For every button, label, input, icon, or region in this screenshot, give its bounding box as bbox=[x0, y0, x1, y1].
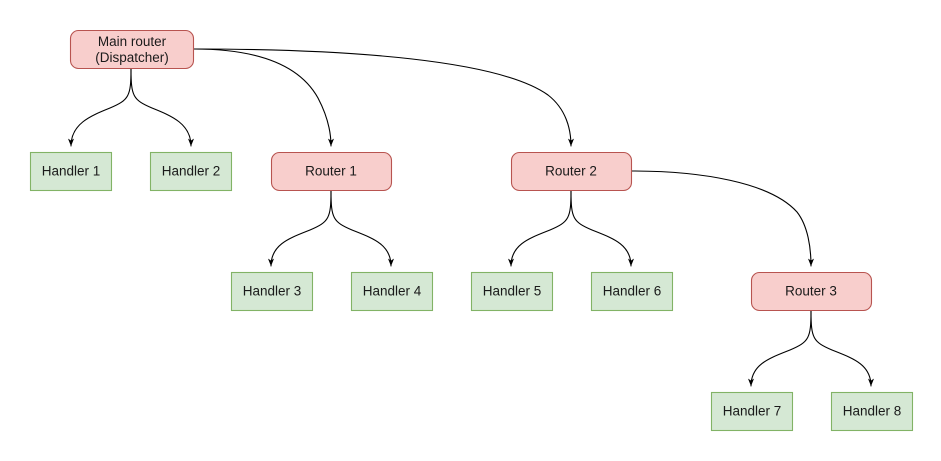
node-router-2-shape[interactable] bbox=[510, 151, 633, 192]
node-router-2[interactable]: Router 2 bbox=[510, 151, 633, 192]
node-handler-7-shape[interactable] bbox=[710, 391, 794, 432]
node-handler-6-shape[interactable] bbox=[590, 271, 674, 312]
node-router-3-shape[interactable] bbox=[750, 271, 873, 312]
edge-main-router-to-handler-1 bbox=[68, 68, 132, 147]
node-main-router[interactable]: Main router (Dispatcher) bbox=[69, 29, 195, 70]
node-handler-5[interactable]: Handler 5 bbox=[470, 271, 554, 312]
node-handler-1-shape[interactable] bbox=[29, 151, 113, 192]
node-layer: Main router (Dispatcher) Handler 1 Handl… bbox=[29, 29, 914, 432]
edge-router-3-to-handler-8 bbox=[810, 310, 874, 387]
node-router-3[interactable]: Router 3 bbox=[750, 271, 873, 312]
node-router-1[interactable]: Router 1 bbox=[270, 151, 393, 192]
edge-router-2-to-handler-6 bbox=[570, 190, 634, 267]
node-handler-1[interactable]: Handler 1 bbox=[29, 151, 113, 192]
edge-router-2-to-router-3 bbox=[631, 170, 814, 267]
edge-main-router-to-router-2 bbox=[193, 48, 574, 147]
node-handler-6[interactable]: Handler 6 bbox=[590, 271, 674, 312]
node-handler-8-shape[interactable] bbox=[830, 391, 914, 432]
edge-router-1-to-handler-3 bbox=[268, 190, 332, 267]
edge-main-router-to-handler-2 bbox=[130, 68, 194, 147]
node-handler-2-shape[interactable] bbox=[149, 151, 233, 192]
edge-layer bbox=[68, 48, 874, 387]
node-handler-5-shape[interactable] bbox=[470, 271, 554, 312]
edge-router-1-to-handler-4 bbox=[330, 190, 394, 267]
edge-router-2-to-handler-5 bbox=[508, 190, 572, 267]
node-handler-4[interactable]: Handler 4 bbox=[350, 271, 434, 312]
edge-main-router-to-router-1 bbox=[193, 48, 334, 147]
node-handler-3-shape[interactable] bbox=[230, 271, 314, 312]
node-handler-8[interactable]: Handler 8 bbox=[830, 391, 914, 432]
node-handler-4-shape[interactable] bbox=[350, 271, 434, 312]
node-handler-3[interactable]: Handler 3 bbox=[230, 271, 314, 312]
node-handler-7[interactable]: Handler 7 bbox=[710, 391, 794, 432]
edge-router-3-to-handler-7 bbox=[748, 310, 812, 387]
node-handler-2[interactable]: Handler 2 bbox=[149, 151, 233, 192]
node-main-router-shape[interactable] bbox=[69, 29, 195, 70]
node-router-1-shape[interactable] bbox=[270, 151, 393, 192]
